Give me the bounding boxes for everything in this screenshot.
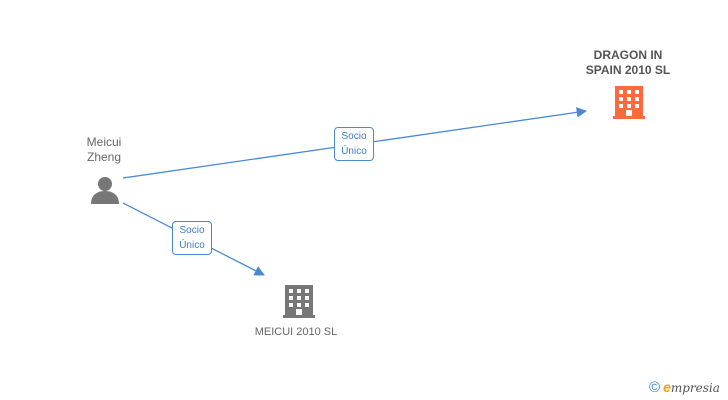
building-icon[interactable] <box>283 285 315 318</box>
edge-label-line1: Socio <box>341 131 367 142</box>
dragon-name-line2: SPAIN 2010 SL <box>585 63 671 77</box>
meicui-node-label[interactable]: MEICUI 2010 SL <box>254 326 338 338</box>
edge-label-socio-unico[interactable]: Socio Único <box>334 127 374 161</box>
edge-label-line1: Socio <box>179 225 205 236</box>
dragon-node-label[interactable]: DRAGON IN SPAIN 2010 SL <box>566 48 690 78</box>
dragon-name-line1: DRAGON IN <box>593 48 663 62</box>
brand-logo-e: e <box>663 379 671 395</box>
edge-label-socio-unico[interactable]: Socio Único <box>172 221 212 255</box>
building-icon[interactable] <box>613 86 645 119</box>
person-name-line2: Zheng <box>86 150 122 164</box>
person-name-line1: Meicui <box>86 135 122 149</box>
edge-label-line2: Único <box>179 240 205 251</box>
edge-label-line2: Único <box>341 146 367 157</box>
copyright-icon: © <box>649 379 661 396</box>
brand-logo-text: mpresia <box>670 381 720 395</box>
empresia-watermark: ©empresia <box>649 379 720 399</box>
person-icon[interactable] <box>91 177 119 204</box>
person-node-label[interactable]: Meicui Zheng <box>70 135 138 165</box>
